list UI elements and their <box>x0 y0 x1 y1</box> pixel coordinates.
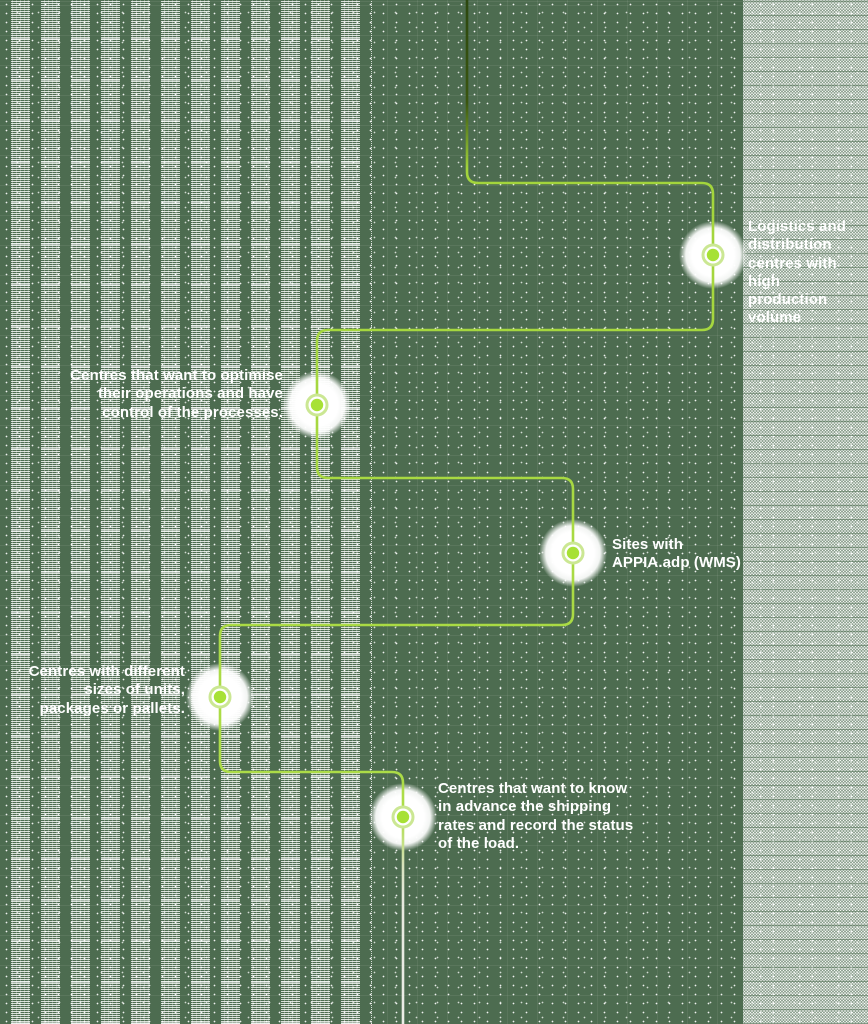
milestone-node-5 <box>391 805 415 829</box>
node-label-2: Centres that want to optimise their oper… <box>70 367 283 421</box>
node-label-5: Centres that want to know in advance the… <box>438 780 634 852</box>
milestone-node-3 <box>561 541 585 565</box>
node-label-4: Centres with different sizes of units, p… <box>28 663 185 717</box>
milestone-node-1 <box>701 243 725 267</box>
left-stripes-texture <box>0 0 372 1024</box>
node-label-1: Logistics and distribution centres with … <box>748 218 846 327</box>
right-dither-band <box>743 0 868 1024</box>
connector-path <box>218 0 715 1024</box>
milestone-nodes <box>208 243 725 829</box>
milestone-node-4 <box>208 685 232 709</box>
node-label-3: Sites with APPIA.adp (WMS) <box>612 536 741 572</box>
milestone-node-2 <box>305 393 329 417</box>
